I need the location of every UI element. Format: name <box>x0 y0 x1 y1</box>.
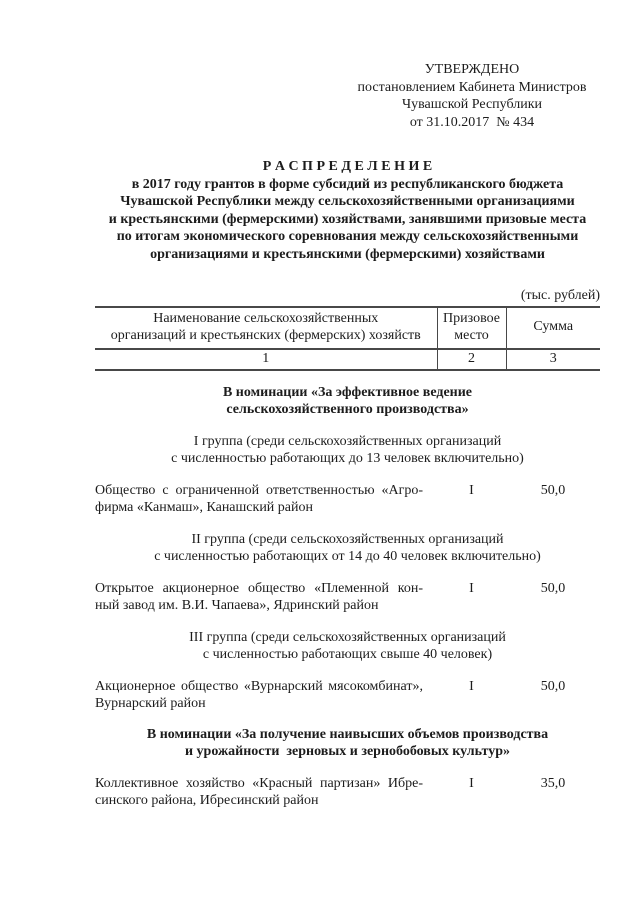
group-label-2: II группа (среди сельскохозяйственных ор… <box>95 531 600 566</box>
organization-name: Акционерное общество «Вурнарский мясоком… <box>95 678 437 713</box>
column-header-sum: Сумма <box>505 306 600 349</box>
section-heading-nomination-2: В номинации «За получение наивысших объе… <box>95 726 600 761</box>
column-number: 1 <box>262 351 270 367</box>
group-label-line: I группа (среди сельскохозяйственных орг… <box>193 433 502 449</box>
grant-amount: 35,0 <box>540 775 566 791</box>
grant-amount: 50,0 <box>540 678 566 694</box>
organization-name-line: Акционерное общество «Вурнарский мясоком… <box>95 678 423 694</box>
approval-line: УТВЕРЖДЕНО <box>424 62 520 77</box>
section-heading-line: сельскохозяйственного производства» <box>226 402 469 417</box>
title-line: в 2017 году грантов в форме субсидий из … <box>131 176 564 192</box>
grant-row: Коллективное хозяйство «Красный партизан… <box>95 775 600 810</box>
approval-block: УТВЕРЖДЕНО постановлением Кабинета Минис… <box>356 61 588 131</box>
grant-row: Акционерное общество «Вурнарский мясоком… <box>95 678 600 713</box>
content-area: (тыс. рублей) Наименование сельскохозяйс… <box>95 287 600 810</box>
grants-table: Наименование сельскохозяйственных органи… <box>95 306 600 371</box>
group-label-line: с численностью работающих до 13 человек … <box>171 451 524 466</box>
organization-name-line: ный завод им. В.И. Чапаева», Ядринский р… <box>95 598 379 613</box>
grant-row: Общество с ограниченной ответственностью… <box>95 482 600 517</box>
title-line: организациями и крестьянскими (фермерски… <box>150 246 545 262</box>
group-label-3: III группа (среди сельскохозяйственных о… <box>95 629 600 664</box>
column-numbering-row: 1 2 3 <box>95 348 600 370</box>
column-header-name: Наименование сельскохозяйственных органи… <box>95 307 437 349</box>
organization-name: Коллективное хозяйство «Красный партизан… <box>95 775 437 810</box>
table-header-row: Наименование сельскохозяйственных органи… <box>95 306 600 349</box>
organization-name: Открытое акционерное общество «Племенной… <box>95 580 437 615</box>
section-heading-line: и урожайности зерновых и зернобобовых ку… <box>184 744 511 759</box>
prize-place: I <box>469 775 474 791</box>
group-label-line: с численностью работающих от 14 до 40 че… <box>154 549 541 564</box>
title-line: и крестьянскими (фермерскими) хозяйствам… <box>108 211 587 227</box>
document-title: Р А С П Р Е Д Е Л Е Н И Е в 2017 году гр… <box>95 158 600 263</box>
grant-row: Открытое акционерное общество «Племенной… <box>95 580 600 615</box>
organization-name-line: Вурнарский район <box>95 696 206 711</box>
column-header-name-line: Наименование сельскохозяйственных <box>153 310 379 326</box>
section-heading-line: В номинации «За эффективное ведение <box>222 384 473 400</box>
column-number: 2 <box>436 348 506 370</box>
group-label-line: III группа (среди сельскохозяйственных о… <box>189 629 506 645</box>
units-note: (тыс. рублей) <box>520 288 600 303</box>
organization-name-line: синского района, Ибресинский район <box>95 793 319 808</box>
group-label-line: II группа (среди сельскохозяйственных ор… <box>191 531 504 547</box>
title-line: по итогам экономического соревнования ме… <box>116 229 579 244</box>
group-label-line: с численностью работающих свыше 40 челов… <box>202 647 493 662</box>
column-header-name-line: организаций и крестьянских (фермерских) … <box>110 328 421 343</box>
approval-line: от 31.10.2017 № 434 <box>409 114 535 130</box>
column-number: 3 <box>505 348 600 370</box>
title-line: Р А С П Р Е Д Е Л Е Н И Е <box>262 159 433 174</box>
organization-name-line: Открытое акционерное общество «Племенной… <box>95 580 423 596</box>
prize-place: I <box>469 482 474 498</box>
grant-amount: 50,0 <box>540 482 566 498</box>
title-line: Чувашской Республики между сельскохозяйс… <box>120 194 575 209</box>
group-label-1: I группа (среди сельскохозяйственных орг… <box>95 433 600 468</box>
column-header-place-line: место <box>454 328 489 343</box>
section-heading-line: В номинации «За получение наивысших объе… <box>146 726 549 742</box>
prize-place: I <box>469 678 474 694</box>
organization-name: Общество с ограниченной ответственностью… <box>95 482 437 517</box>
prize-place: I <box>469 580 474 596</box>
column-header-place: Призовое место <box>436 306 506 349</box>
organization-name-line: Коллективное хозяйство «Красный партизан… <box>95 775 423 791</box>
column-header-place-line: Призовое <box>443 310 500 326</box>
approval-line: Чувашской Республики <box>401 97 543 112</box>
section-heading-nomination-1: В номинации «За эффективное ведение сель… <box>95 384 600 419</box>
approval-line: постановлением Кабинета Министров <box>357 79 587 95</box>
organization-name-line: Общество с ограниченной ответственностью… <box>95 482 423 498</box>
organization-name-line: фирма «Канмаш», Канашский район <box>95 500 313 515</box>
grant-amount: 50,0 <box>540 580 566 596</box>
